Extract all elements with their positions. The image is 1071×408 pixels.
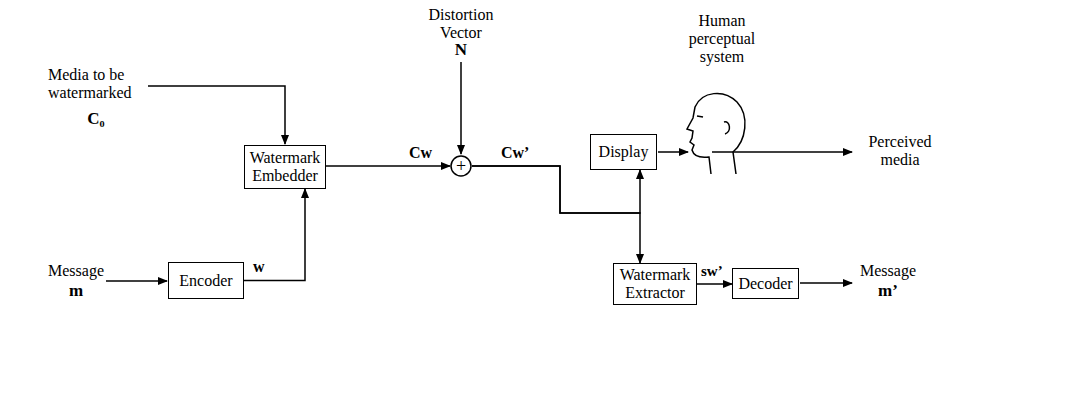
- message-input-arrow: [106, 280, 167, 282]
- media-input-line: [148, 86, 285, 144]
- decoder-box: Decoder: [732, 268, 799, 299]
- display-to-viewer-arrow: [658, 151, 688, 153]
- adder-circle: +: [450, 155, 472, 177]
- media-label: Media to be watermarked: [48, 66, 144, 102]
- distortion-label: Distortion Vector: [416, 6, 506, 42]
- signal-label: Cw: [408, 144, 433, 162]
- distortion-arrow: [460, 62, 462, 154]
- media-symbol: C₀: [76, 110, 116, 128]
- signal-connector: [697, 283, 732, 285]
- box-text: Display: [599, 143, 649, 161]
- box-text: Decoder: [738, 275, 792, 293]
- message-symbol: m’: [873, 282, 903, 300]
- signal-label: Cw’: [500, 144, 530, 162]
- signal-connector: [244, 189, 305, 281]
- signal-label: sw’: [700, 262, 724, 280]
- signal-label: w: [252, 258, 266, 276]
- message-label: Message: [41, 262, 111, 280]
- encoder-box: Encoder: [168, 262, 244, 299]
- box-text: Watermark Extractor: [617, 266, 693, 302]
- box-text: Encoder: [179, 272, 232, 290]
- perceptual-label: Human perceptual system: [680, 12, 764, 66]
- signal-connector: [472, 166, 640, 213]
- extractor-box: Watermark Extractor: [613, 263, 697, 305]
- display-box: Display: [590, 134, 657, 170]
- output-label: Perceived media: [860, 133, 940, 169]
- distortion-symbol: N: [446, 41, 476, 59]
- embedder-box: Watermark Embedder: [244, 145, 326, 189]
- box-text: Watermark Embedder: [248, 149, 322, 185]
- adder-symbol: +: [456, 158, 466, 174]
- signal-connector: [472, 166, 640, 263]
- signal-connector: [326, 165, 450, 167]
- human-head-illustration: [687, 93, 745, 174]
- message-output-arrow: [800, 282, 852, 284]
- message-label: Message: [853, 262, 923, 280]
- message-symbol: m: [61, 282, 91, 300]
